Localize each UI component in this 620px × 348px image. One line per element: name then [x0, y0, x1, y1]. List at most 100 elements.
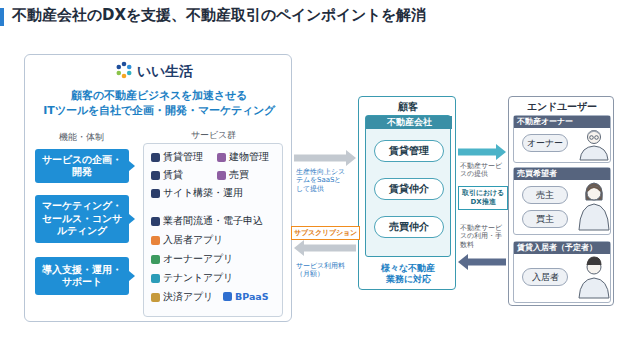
text-holder: サイト構築・運用: [151, 187, 243, 200]
subscription-tag: サブスクリプション: [291, 226, 360, 240]
flow-arrow: [294, 240, 356, 256]
service-item: 業者間流通・電子申込: [163, 215, 263, 228]
text-holder: 賃貸管理: [151, 151, 203, 164]
tag-text: サブスクリプション: [294, 228, 357, 238]
text-holder: 顧客: [359, 100, 457, 114]
service-heading: サービス群: [143, 129, 283, 142]
arrow-head: [346, 150, 356, 166]
text-holder: エンドユーザー: [509, 100, 615, 114]
company-panel: いい生活顧客の不動産ビジネスを加速させる ITツールを自社で企画・開発・マーケテ…: [24, 54, 292, 322]
user-text: 売主: [536, 189, 554, 202]
service-item: サイト構築・運用: [163, 187, 243, 200]
function-text: サービスの企画・開発: [40, 154, 124, 179]
user-oval: 入居者: [522, 268, 568, 286]
business-oval: 賃貸管理: [374, 140, 444, 162]
page-title: 不動産会社のDXを支援、不動産取引のペインポイントを解消: [12, 6, 426, 25]
edge-label: 不動産サービスの提供: [460, 162, 504, 179]
service-icon: [151, 171, 160, 180]
tenant-figure: [579, 257, 609, 298]
group-header: 賃貸入居者（予定者）: [514, 242, 610, 254]
text-holder: 入居者アプリ: [151, 234, 223, 247]
service-item: 売買: [229, 169, 249, 182]
user-text: 入居者: [532, 271, 559, 284]
business-oval: 賃貸仲介: [374, 178, 444, 200]
text-holder: 様々な不動産業務に対応: [379, 263, 437, 286]
text-holder: サービス群: [143, 129, 283, 142]
arrow-shaft: [468, 259, 506, 266]
panel-footnote: 様々な不動産業務に対応: [379, 263, 437, 286]
arrow-shaft: [458, 149, 496, 156]
text-holder: 業者間流通・電子申込: [151, 215, 263, 228]
business-text: 賃貸仲介: [389, 182, 429, 196]
function-text: 導入支援・運用・サポート: [40, 264, 124, 289]
text-holder: 賃貸入居者（予定者）: [514, 242, 610, 254]
user-oval: オーナー: [522, 134, 568, 152]
end-user-panel: エンドユーザー不動産オーナーオーナー売買希望者売主買主賃貸入居者（予定者） 入居者: [508, 96, 614, 306]
user-group: 売買希望者売主買主: [513, 167, 611, 235]
user-group: 不動産オーナーオーナー: [513, 115, 611, 163]
panel-header: エンドユーザー: [509, 100, 615, 114]
service-icon: [151, 189, 160, 198]
function-box: マーケティング・セールス・コンサルティング: [35, 195, 129, 243]
service-icon: [151, 236, 160, 245]
service-icon: [223, 292, 232, 301]
service-icon: [151, 293, 160, 302]
arrow-head: [458, 254, 468, 270]
panel-heading: 顧客の不動産ビジネスを加速させる ITツールを自社で企画・開発・マーケティング: [34, 89, 284, 119]
business-text: 売買仲介: [389, 220, 429, 234]
function-box: 導入支援・運用・サポート: [35, 257, 129, 295]
service-icon: [151, 153, 160, 162]
user-oval: 売主: [522, 186, 568, 204]
service-item: テナントアプリ: [163, 272, 233, 285]
text-holder: 賃貸: [151, 169, 183, 182]
service-icon: [217, 153, 226, 162]
service-item: 賃貸管理: [163, 151, 203, 164]
text-holder: テナントアプリ: [151, 272, 233, 285]
edge-label-holder: サービス利用料（月額）: [296, 262, 354, 279]
flow-arrow: [458, 144, 506, 160]
group-header: 売買希望者: [514, 168, 610, 180]
service-item: 決済アプリ: [163, 291, 213, 304]
text-holder: 不動産会社: [366, 116, 452, 129]
company-logo-mark: [117, 62, 132, 79]
text-holder: 顧客の不動産ビジネスを加速させる ITツールを自社で企画・開発・マーケティング: [34, 89, 284, 119]
user-text: オーナー: [527, 137, 563, 150]
function-text: マーケティング・セールス・コンサルティング: [40, 200, 124, 238]
seller-buyer-figure: [579, 183, 609, 230]
company-logo-text: いい生活: [137, 63, 193, 79]
service-item: 入居者アプリ: [163, 234, 223, 247]
text-holder: 建物管理: [217, 151, 269, 164]
edge-label-holder: 不動産サービスの利用・手数料: [460, 224, 504, 249]
edge-label: サービス利用料（月額）: [296, 262, 354, 279]
text-holder: 決済アプリ: [151, 291, 213, 304]
label-holder: 機能・体制: [34, 131, 128, 144]
service-group: サービス群賃貸管理 建物管理賃貸 売買サイト構築・運用業者間流通・電子申込入居者アプ…: [143, 129, 283, 317]
arrow-shaft: [304, 245, 356, 252]
box-header: 不動産会社: [366, 116, 452, 129]
text-holder: 不動産オーナー: [514, 116, 610, 128]
customer-panel: 顧客様々な不動産業務に対応 不動産会社賃貸管理賃貸仲介売買仲介: [358, 96, 456, 290]
edge-label: 生産性向上システムをSaaSとして提供: [296, 168, 346, 193]
arrow-shaft: [294, 155, 346, 162]
service-icon: [151, 217, 160, 226]
panel-header: 顧客: [359, 100, 457, 114]
service-icon: [217, 171, 226, 180]
service-icon: [151, 274, 160, 283]
owner-figure: [580, 131, 608, 161]
business-oval: 売買仲介: [374, 216, 444, 238]
edge-label-holder: 不動産サービスの提供: [460, 162, 504, 179]
service-item: オーナーアプリ: [163, 253, 233, 266]
arrow-head: [496, 144, 506, 160]
business-text: 賃貸管理: [389, 144, 429, 158]
text-holder: オーナーアプリ: [151, 253, 233, 266]
text-holder: 売買希望者: [514, 168, 610, 180]
function-box: サービスの企画・開発: [35, 149, 129, 183]
edge-label: 不動産サービスの利用・手数料: [460, 224, 504, 249]
callout-text: 取引におけるDX推進: [461, 189, 505, 207]
column-label: 機能・体制: [34, 131, 128, 144]
title-bar: [0, 8, 4, 26]
text-holder: BPaaS: [223, 291, 269, 302]
user-oval: 買主: [522, 210, 568, 228]
